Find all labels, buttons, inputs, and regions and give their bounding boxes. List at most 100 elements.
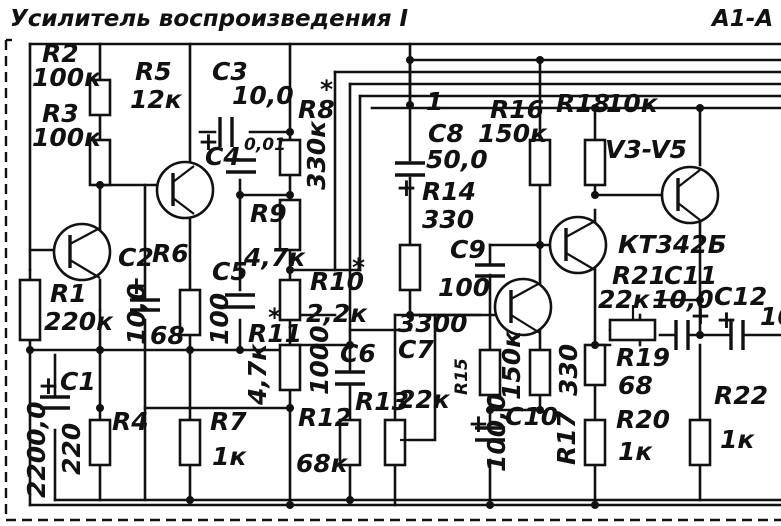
transistor-v3 [493, 277, 553, 337]
resistor-r7 [178, 418, 202, 467]
label-r6-ref: R6 [152, 239, 189, 268]
capacitor-c1 [40, 395, 70, 410]
label-r21-value: 22к [598, 285, 651, 314]
label-r19-ref: R19 [616, 343, 670, 372]
label-3300: 3300 [398, 309, 468, 338]
label-r9-ref: R9 [250, 199, 287, 228]
resistor-r14 [398, 243, 422, 292]
label-transistor-type: КТ342Б [618, 230, 727, 259]
label-c8-ref: C8 [428, 119, 464, 148]
label-r19-value: 68 [618, 371, 653, 400]
label-c2-value: 10,0 [122, 283, 151, 345]
label-r20-value: 1к [618, 437, 653, 466]
label-r14-value: 330 [422, 205, 474, 234]
schematic-title: Усилитель воспроизведения I [10, 6, 409, 32]
label-r5-ref: R5 [135, 57, 172, 86]
label-r3-ref: R3 [42, 99, 79, 128]
potentiometer-arrows [400, 305, 635, 442]
resistor-r19 [583, 343, 607, 387]
label-r16-value: 150к [478, 119, 548, 148]
label-r7-ref: R7 [210, 407, 247, 436]
capacitor-c6 [335, 370, 365, 386]
label-c9-value: 100 [438, 273, 490, 302]
resistor-r20 [583, 418, 607, 467]
capacitor-c8 [395, 161, 425, 177]
label-r11-ref: R11 [248, 319, 302, 348]
resistor-r21 [608, 318, 657, 342]
label-c9-ref: C9 [450, 235, 486, 264]
capacitor-c12 [729, 320, 745, 350]
resistor-r11 [278, 343, 302, 392]
resistors [18, 78, 712, 467]
label-r7-value: 1к [212, 442, 247, 471]
label-r22-value: 1к [720, 425, 755, 454]
label-c5-ref: C5 [212, 257, 248, 286]
label-c7-ref: C7 [398, 335, 434, 364]
label-c6-ref: C6 [340, 339, 376, 368]
junction-dots [26, 56, 704, 509]
capacitor-c5 [225, 293, 255, 309]
resistor-r16 [528, 138, 552, 187]
label-r13-ref: R13 [355, 387, 409, 416]
resistor-r4 [88, 418, 112, 467]
label-r22-ref: R22 [714, 381, 768, 410]
resistor-r15 [478, 348, 502, 397]
resistor-r1 [18, 278, 42, 342]
transistor-v2 [155, 160, 215, 220]
label-r5-value: 12к [130, 85, 183, 114]
plus-c10: + [468, 409, 489, 438]
plus-c3: + [198, 127, 219, 156]
star-r10: * [352, 253, 365, 282]
plus-c12: + [716, 305, 737, 334]
label-r3-value: 100к [32, 123, 102, 152]
capacitor-c4 [226, 158, 256, 174]
wiring [28, 42, 781, 507]
label-r8-value: 330к [302, 120, 331, 190]
capacitor-c10 [475, 426, 505, 442]
label-c8-value: 50,0 [426, 145, 488, 174]
label-c10-ref: C10 [505, 402, 558, 431]
label-r17-value: 330 [554, 344, 583, 396]
label-r21-ref: R21 [612, 261, 666, 290]
resistor-r18 [583, 138, 607, 187]
label-r2-value: 100к [32, 63, 102, 92]
capacitors [40, 117, 745, 442]
resistor-r10 [278, 278, 302, 322]
label-c11-value: 10,0 [652, 285, 714, 314]
capacitor-c2 [130, 298, 160, 312]
capacitor-c11 [674, 320, 690, 350]
dashed-frame [4, 38, 781, 522]
resistor-r12 [338, 418, 362, 467]
star-r11: * [268, 303, 281, 332]
label-r1-value: 220к [44, 307, 114, 336]
label-r17-ref: R17 [552, 410, 581, 465]
label-c3-ref: C3 [212, 57, 248, 86]
transistors [52, 160, 720, 337]
label-r15-value: 150к [497, 330, 526, 400]
misc-labels: V3-V5 КТ342Б 3300 1 * * * + + + + + + + [38, 75, 737, 438]
label-r15-ref: R15 [452, 358, 472, 395]
label-c2-ref: C2 [118, 243, 154, 272]
resistor-r9 [278, 198, 302, 252]
label-r20-ref: R20 [616, 405, 670, 434]
resistor-r6 [178, 288, 202, 337]
label-node-1: 1 [426, 87, 443, 116]
label-r14-ref: R14 [422, 177, 476, 206]
label-r18-ref: R18 [556, 89, 610, 118]
label-c12-ref: C12 [714, 282, 767, 311]
resistor-r2 [88, 78, 112, 117]
label-c4-ref: C4 [205, 142, 241, 171]
label-c5-value: 100 [205, 293, 234, 345]
label-c3-value: 10,0 [232, 81, 294, 110]
block-id: А1-А [710, 6, 773, 32]
capacitor-c9 [475, 263, 505, 278]
label-c6-value: 1000 [305, 325, 334, 395]
label-r6-value: 68 [150, 321, 185, 350]
label-r16-ref: R16 [490, 95, 544, 124]
label-r12-value: 68к [296, 449, 349, 478]
label-r1-ref: R1 [50, 279, 87, 308]
plus-c11: + [690, 301, 711, 330]
label-v3-v5: V3-V5 [605, 135, 687, 164]
label-r10-ref: R10 [310, 267, 364, 296]
label-r8-ref: R8 [298, 95, 335, 124]
